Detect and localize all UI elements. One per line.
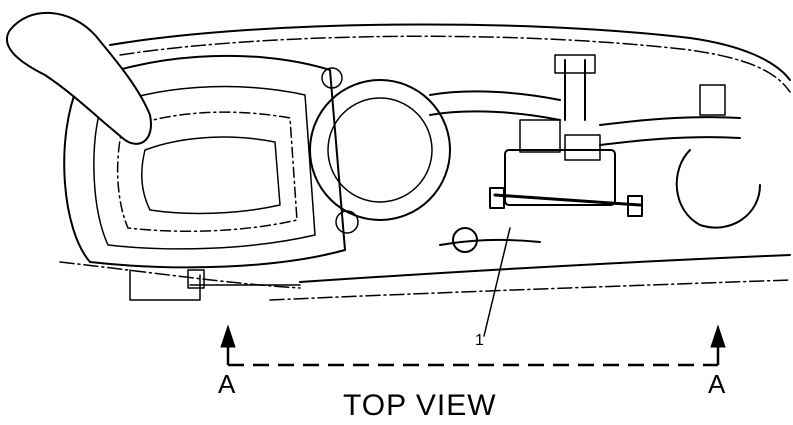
callout-number: 1	[475, 332, 484, 349]
shaft-end-right	[627, 195, 643, 217]
hose-upper-2	[429, 110, 561, 121]
bracket-right	[699, 84, 726, 116]
air-cleaner-inner-1	[93, 85, 316, 250]
lower-frame-dashdot	[59, 261, 301, 289]
upper-housing-dashdot	[119, 35, 791, 93]
throttle-body-inner	[327, 97, 433, 203]
view-title: TOP VIEW	[343, 389, 497, 422]
upper-housing-outline	[109, 23, 791, 81]
vertical-pipe	[564, 59, 586, 121]
section-arrow-left-head	[220, 324, 236, 348]
air-cleaner-body	[63, 54, 346, 269]
valve-block-side	[564, 134, 601, 161]
connector-hose	[439, 238, 541, 246]
valve-block-top	[519, 119, 561, 153]
section-line-a-a	[220, 324, 726, 367]
section-marker-left: A	[218, 369, 236, 399]
hose-right-1	[599, 116, 741, 126]
shaft-end-left	[489, 187, 505, 209]
lower-rail-outline	[299, 254, 791, 283]
air-cleaner-inner-2	[116, 111, 298, 233]
hose-right-2	[599, 136, 741, 146]
intake-tube	[5, 11, 152, 145]
engine-assembly-illustration	[5, 11, 791, 337]
air-cleaner-inner-3	[140, 136, 281, 215]
lower-bolt	[187, 269, 205, 289]
lower-rail-dashdot	[269, 279, 791, 301]
hose-clamp	[452, 227, 478, 253]
shaft-rod	[493, 193, 642, 207]
section-arrow-right-head	[710, 324, 726, 348]
hose-right-loop	[675, 149, 761, 229]
lower-bracket	[129, 269, 301, 301]
pipe-fitting	[554, 54, 596, 74]
mount-bolt-2	[335, 210, 359, 234]
mount-bolt-1	[321, 67, 343, 89]
hose-upper	[429, 90, 561, 101]
callout-leader-line	[483, 227, 511, 337]
throttle-body-outer	[309, 79, 451, 221]
section-marker-right: A	[708, 369, 726, 399]
